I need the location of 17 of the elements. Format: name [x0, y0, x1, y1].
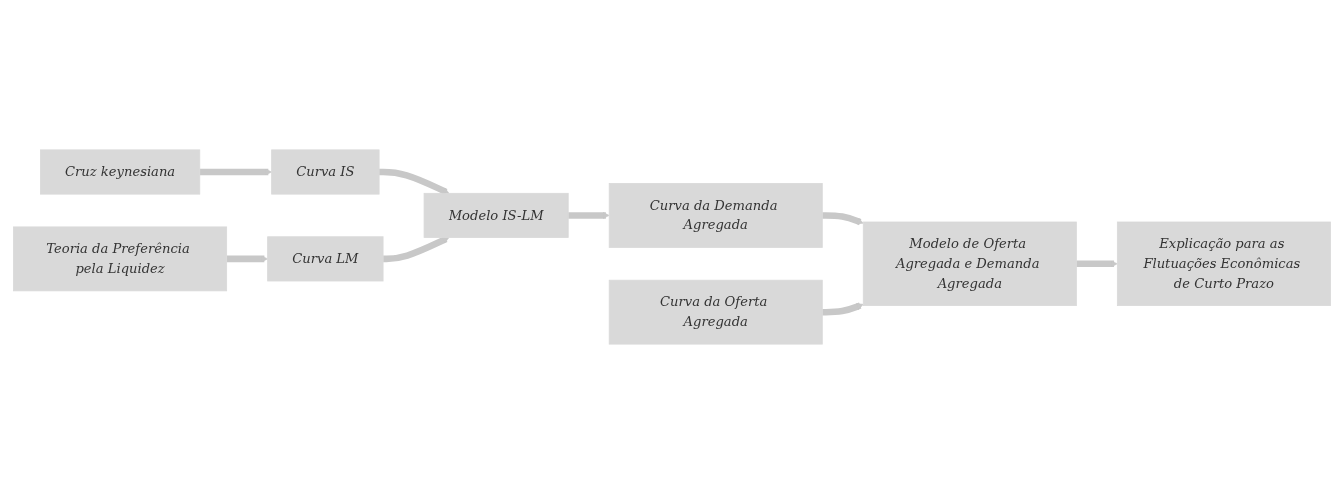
node-box: Teoria da Preferência pela Liquidez [13, 226, 228, 292]
arrow [822, 302, 864, 316]
node-box: Modelo IS-LM [423, 192, 569, 238]
node-box: Cruz keynesiana [40, 149, 201, 195]
arrow [226, 255, 268, 263]
node-box: Explicação para as Flutuações Econômicas de Curto Prazo [1116, 221, 1331, 306]
arrow [199, 168, 272, 176]
node-box: Modelo de Oferta Agregada e Demanda Agregada [862, 221, 1077, 306]
node-box: Curva LM [267, 236, 384, 282]
arrow [383, 236, 450, 263]
arrow [379, 168, 450, 195]
node-box: Curva IS [271, 149, 380, 195]
arrow [1076, 260, 1118, 268]
arrow [822, 212, 864, 226]
node-box: Curva da Oferta Agregada [608, 279, 823, 345]
node-box: Curva da Demanda Agregada [608, 183, 823, 248]
arrow [568, 211, 610, 220]
